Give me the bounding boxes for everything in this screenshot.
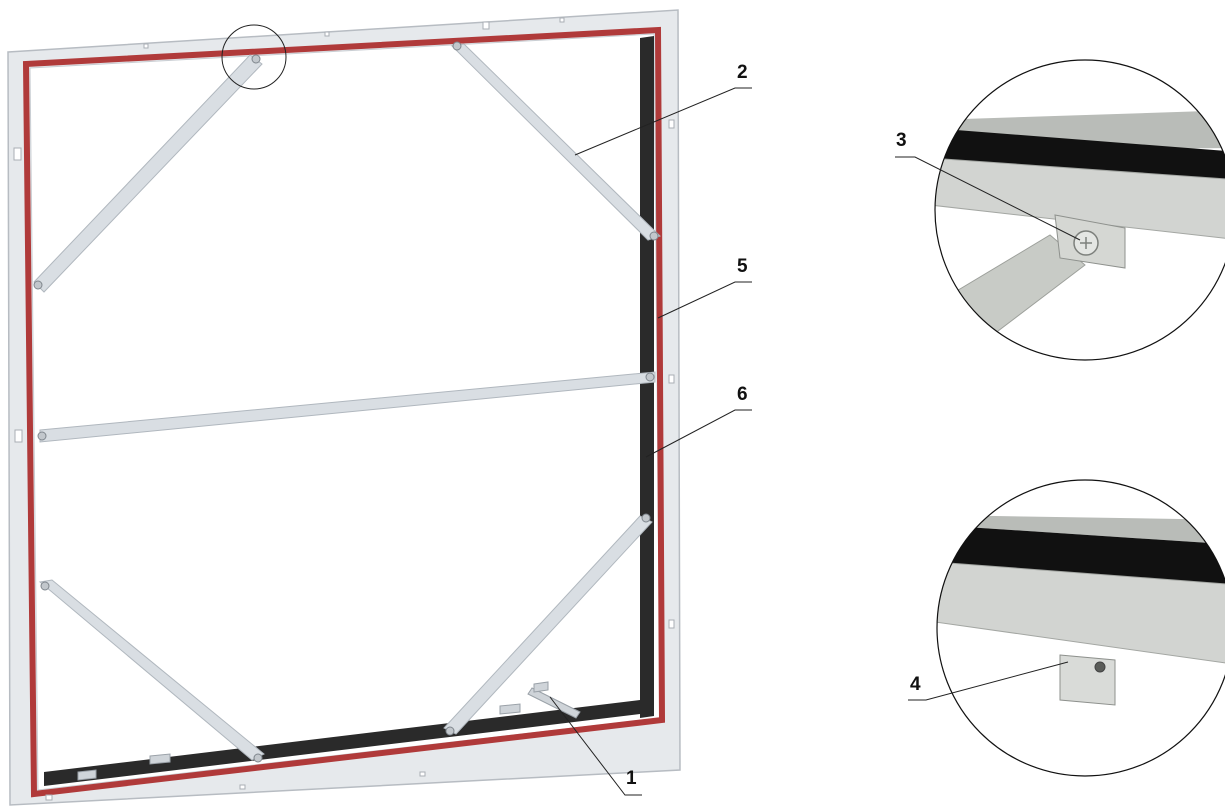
brace-bars (33, 43, 661, 761)
callout-labels: 1 2 3 4 5 6 (626, 62, 921, 789)
detail-bolted-bracket (934, 59, 1225, 361)
leader-1 (549, 696, 642, 796)
gasket-bottom (44, 700, 640, 786)
detail-marker-circle (221, 24, 287, 90)
flange-notches (13, 17, 675, 801)
leader-5 (657, 281, 752, 319)
rail-upper-2 (937, 515, 1225, 545)
callout-2: 2 (737, 62, 748, 83)
leader-4 (908, 661, 1069, 701)
callout-5: 5 (737, 256, 748, 277)
rail-gasket (935, 128, 1225, 180)
bracket-tab (1059, 654, 1116, 706)
callout-3: 3 (896, 130, 907, 151)
detail-bottom-circle (936, 479, 1225, 777)
rail-face (935, 157, 1225, 241)
leader-2 (574, 87, 752, 156)
callout-6: 6 (737, 384, 748, 405)
bracket-hole (1094, 661, 1106, 673)
leader-lines (549, 87, 752, 796)
callout-1: 1 (626, 768, 637, 789)
red-seal (22, 26, 666, 798)
brace-bottom-left (38, 579, 265, 761)
leader-6 (645, 409, 752, 458)
bolts (33, 41, 659, 763)
main-frame-illustration (7, 9, 681, 806)
callout-4: 4 (910, 674, 921, 695)
detail-top-circle (934, 59, 1225, 361)
rail-face-2 (937, 561, 1225, 666)
leader-3 (895, 156, 1081, 241)
rail-gasket-2 (937, 525, 1225, 585)
detail-bracket-hole (936, 479, 1225, 777)
